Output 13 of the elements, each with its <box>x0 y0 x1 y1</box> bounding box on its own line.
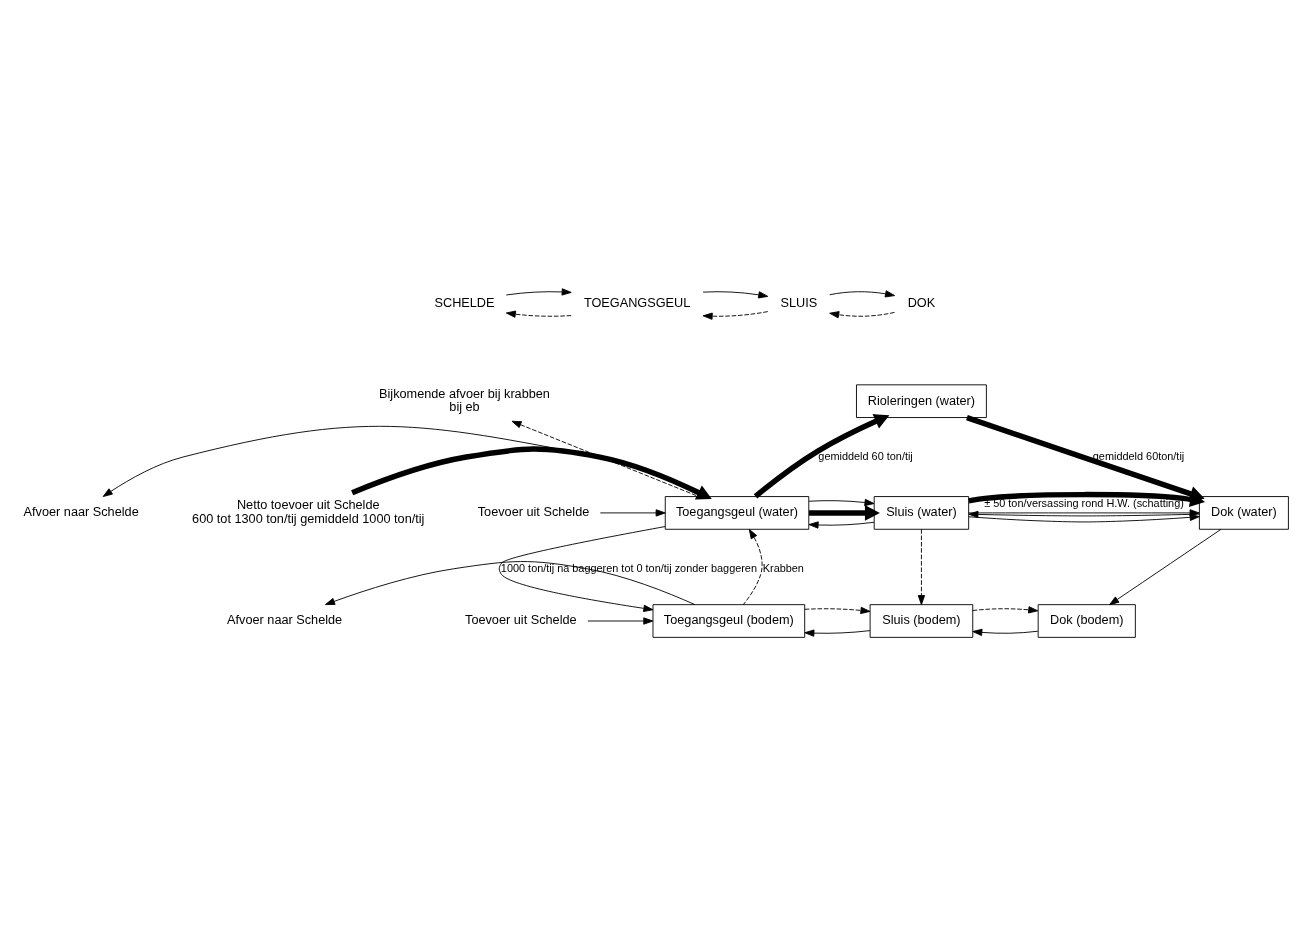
node-text: Toevoer uit Schelde <box>477 504 590 520</box>
node-text: Toevoer uit Schelde <box>465 612 577 628</box>
node-text: DOK <box>907 295 936 311</box>
node-text: Netto toevoer uit Schelde 600 tot 1300 ton/tij gemiddeld 1000 ton/tij <box>192 497 425 527</box>
edge-label: 1000 ton/tij na baggeren tot 0 ton/tij zonder baggeren <box>500 561 757 574</box>
node-text: Bijkomende afvoer bij krabben bij eb <box>379 385 550 415</box>
edge-label: Krabben <box>762 561 804 574</box>
node-text: TOEGANGSGEUL <box>583 295 691 311</box>
node-text: Afvoer naar Schelde <box>23 504 139 520</box>
node-text: Afvoer naar Schelde <box>227 612 343 628</box>
node-text: SCHELDE <box>434 295 495 311</box>
node-text: SLUIS <box>780 295 818 311</box>
edge-label: gemiddeld 60 ton/tij <box>818 449 913 462</box>
